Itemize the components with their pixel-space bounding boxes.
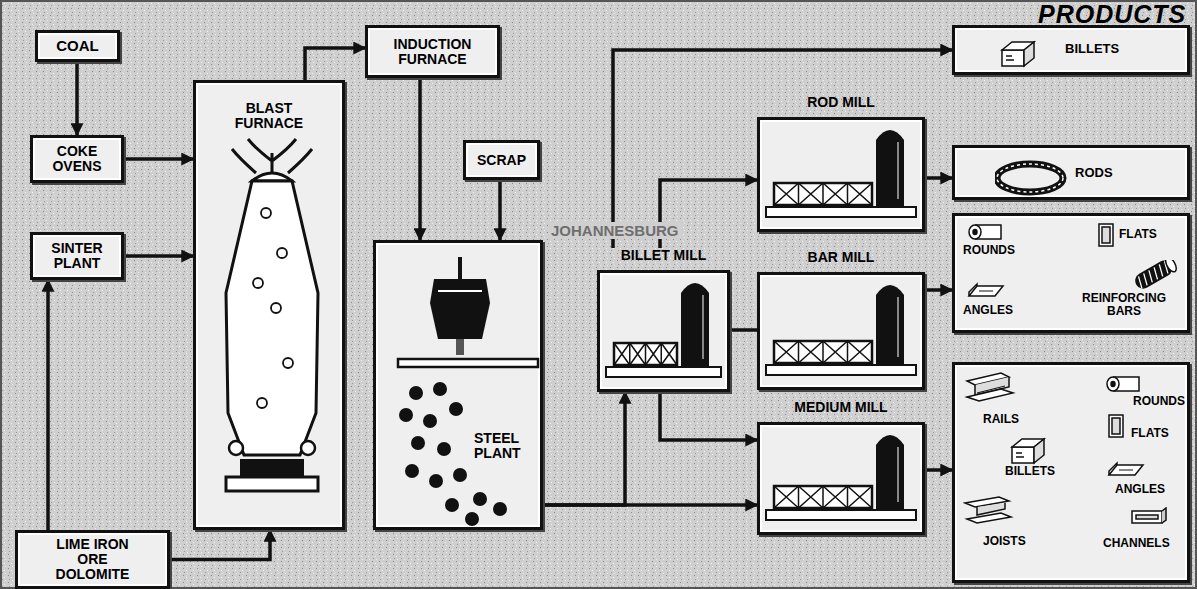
mill-heading: ROD MILL [757,95,925,113]
box-label: BLAST FURNACE [224,101,314,130]
blast-furnace: BLAST FURNACE [193,80,345,530]
process-box: INDUCTION FURNACE [365,25,500,78]
rolling-mill-icon [760,275,922,387]
product-box: BILLETS [952,25,1190,75]
flow-arrow [124,157,193,161]
mill-panel [597,270,730,392]
box-label: COKE OVENS [37,144,117,173]
box-label: SINTER PLANT [37,241,117,270]
product-label: FLATS [1119,228,1157,241]
flow-arrow [170,530,270,560]
product-label: RAILS [983,413,1019,426]
mill-box: ROD MILL [757,95,925,232]
flow-arrow [660,392,757,440]
product-box: ROUNDS FLATS ANGLES REINFORCING BARS [952,213,1190,333]
process-box: SINTER PLANT [30,232,124,280]
flow-arrow [925,468,952,472]
product-label: JOISTS [983,535,1026,548]
mill-heading: MEDIUM MILL [757,400,925,418]
product-label: BILLETS [1005,465,1055,478]
flow-arrow [925,288,952,292]
box-label: SCRAP [477,153,526,168]
flow-arrow [124,254,193,258]
mill-heading: BILLET MILL [597,248,730,266]
rolling-mill-icon [600,273,727,389]
product-label: ROUNDS [1133,395,1185,408]
mill-heading: BAR MILL [757,250,925,268]
watermark: JOHANNESBURG [548,222,682,239]
product-label: ROUNDS [963,244,1015,257]
billet-icon [1000,38,1072,78]
mill-panel [757,272,925,390]
product-label: CHANNELS [1103,537,1170,550]
mill-panel [757,422,925,535]
products-heading: PRODUCTS [1038,0,1186,29]
product-box: RODS [952,145,1190,200]
input-box: LIME IRON ORE DOLOMITE [15,530,170,589]
box-label: INDUCTION FURNACE [378,37,488,66]
mill-panel [757,117,925,232]
product-label: REINFORCING BARS [1065,292,1183,317]
rail-icon [963,371,1035,411]
coil-icon [995,156,1067,196]
flow-arrow [46,280,50,530]
mill-box: BILLET MILL [597,248,730,392]
flow-arrow [305,48,365,80]
flow-arrow [613,50,952,248]
process-box: COKE OVENS [30,135,124,183]
flow-arrow [925,176,952,180]
input-box: COAL [35,30,120,62]
joist-icon [963,495,1035,535]
product-box: RAILS ROUNDS FLATS BILLETS ANGLES JOISTS CHANN… [952,362,1190,583]
flow-arrow [543,392,625,505]
box-label: COAL [56,38,99,54]
mill-box: BAR MILL [757,250,925,390]
blast-furnace-drawing [196,83,342,527]
product-label: FLATS [1131,427,1169,440]
flow-arrow [418,78,422,240]
flow-arrow [730,328,757,332]
rolling-mill-icon [760,120,922,229]
flow-arrow [498,180,502,240]
box-label: LIME IRON ORE DOLOMITE [43,537,143,581]
product-label: ANGLES [963,304,1013,317]
ladle-drawing [376,243,540,527]
rolling-mill-icon [760,425,922,532]
flow-arrow [75,62,79,135]
product-label: ANGLES [1115,483,1165,496]
input-box: SCRAP [463,140,540,180]
steel-plant: STEEL PLANT [373,240,543,530]
product-label: BILLETS [1065,42,1119,56]
flow-arrow [543,503,757,507]
mill-box: MEDIUM MILL [757,400,925,535]
box-label: STEEL PLANT [474,431,536,460]
product-label: RODS [1075,166,1113,180]
